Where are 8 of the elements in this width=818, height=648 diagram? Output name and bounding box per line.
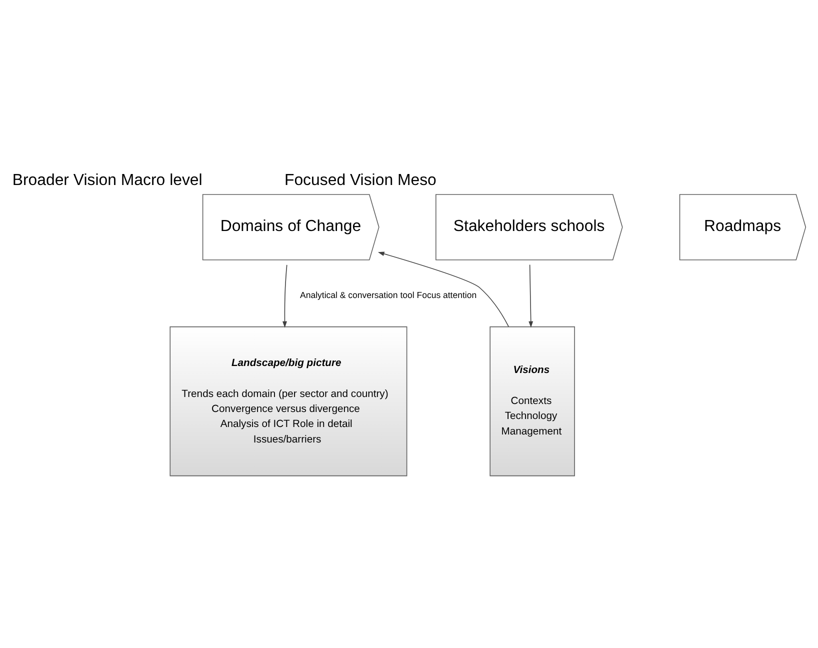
arrow <box>528 264 534 328</box>
node-box: Visions Contexts Technology Management <box>490 326 575 476</box>
edge-label: Analytical & conversation tool Focus attention <box>300 290 477 300</box>
node-label: Broader Vision Macro level <box>12 172 202 189</box>
arrow <box>378 252 509 327</box>
node-label: Focused Vision Meso <box>284 172 436 189</box>
arrow <box>282 264 288 328</box>
node-box: Landscape/big picture Trends each domain (per sector and country) Convergence versus divergence Analysis of ICT Role in detail Issues/barriers <box>170 326 408 476</box>
